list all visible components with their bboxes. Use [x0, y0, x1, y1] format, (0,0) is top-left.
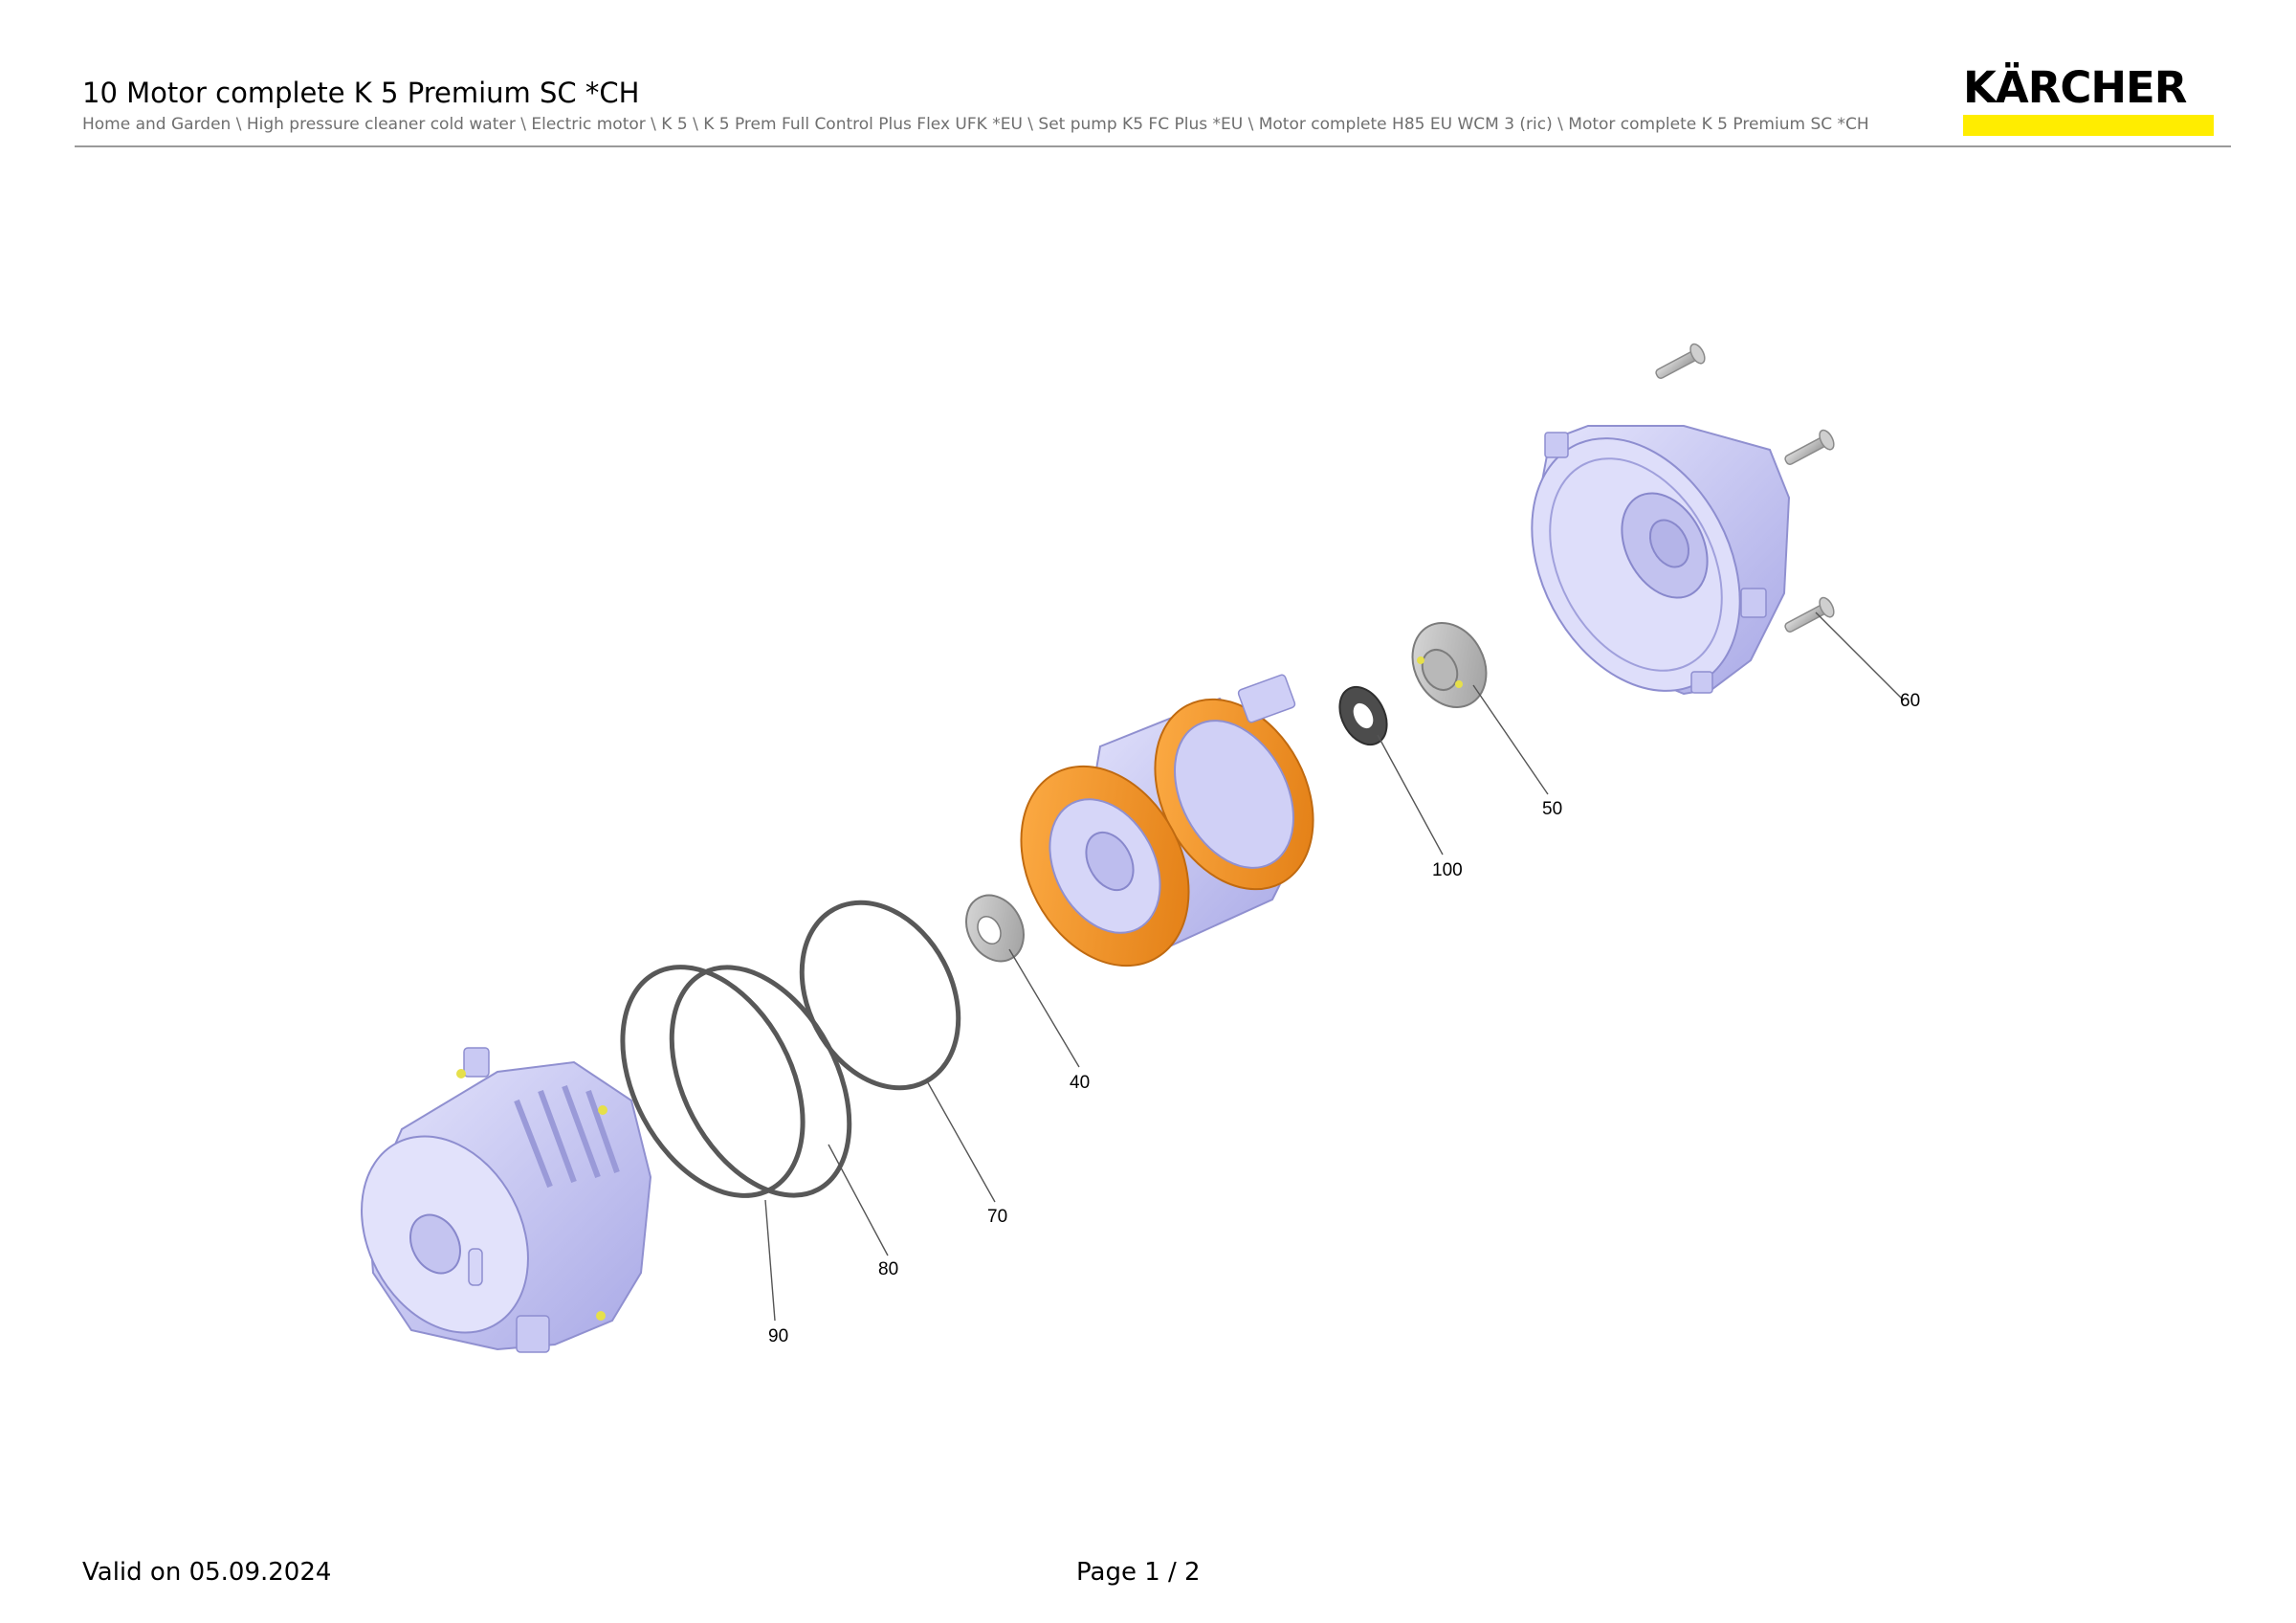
brand-logo-bar: [1963, 115, 2214, 136]
callout-60: 60: [1900, 691, 1920, 711]
screw-part-60-middle: [1784, 429, 1835, 465]
callout-90: 90: [768, 1326, 788, 1346]
leader-line-100: [1377, 734, 1444, 856]
screw-part-60-top: [1655, 343, 1706, 379]
front-housing: [1531, 425, 1791, 696]
o-ring-part-70: [799, 900, 961, 1091]
ball-bearing-part-50: [1411, 622, 1488, 708]
leader-line-40: [1008, 948, 1080, 1068]
breadcrumb: Home and Garden \ High pressure cleaner …: [82, 115, 1869, 134]
o-ring-part-90: [620, 965, 806, 1198]
rear-housing: [361, 1047, 652, 1353]
leader-line-60: [1815, 611, 1905, 701]
callout-100: 100: [1432, 860, 1463, 880]
leader-line-70: [925, 1078, 996, 1203]
page-title: 10 Motor complete K 5 Premium SC *CH: [82, 77, 640, 109]
leader-lines: [764, 611, 1905, 1322]
leader-line-80: [828, 1144, 889, 1256]
valid-date: Valid on 05.09.2024: [82, 1558, 332, 1587]
stator-assembly: [1020, 674, 1314, 967]
leader-line-90: [764, 1199, 776, 1322]
bearing-part-40: [965, 894, 1025, 963]
leader-line-50: [1472, 684, 1549, 795]
callout-50: 50: [1542, 799, 1562, 819]
sealing-disc-part-100: [1338, 685, 1388, 746]
callout-40: 40: [1070, 1073, 1090, 1093]
callout-70: 70: [987, 1207, 1007, 1227]
brand-logo-text: KÄRCHER: [1963, 62, 2187, 113]
page-number: Page 1 / 2: [1076, 1558, 1201, 1587]
header-divider: [75, 145, 2231, 147]
brand-logo: KÄRCHER: [1963, 65, 2214, 138]
screw-part-60-bottom: [1784, 596, 1835, 633]
callout-80: 80: [878, 1259, 898, 1279]
